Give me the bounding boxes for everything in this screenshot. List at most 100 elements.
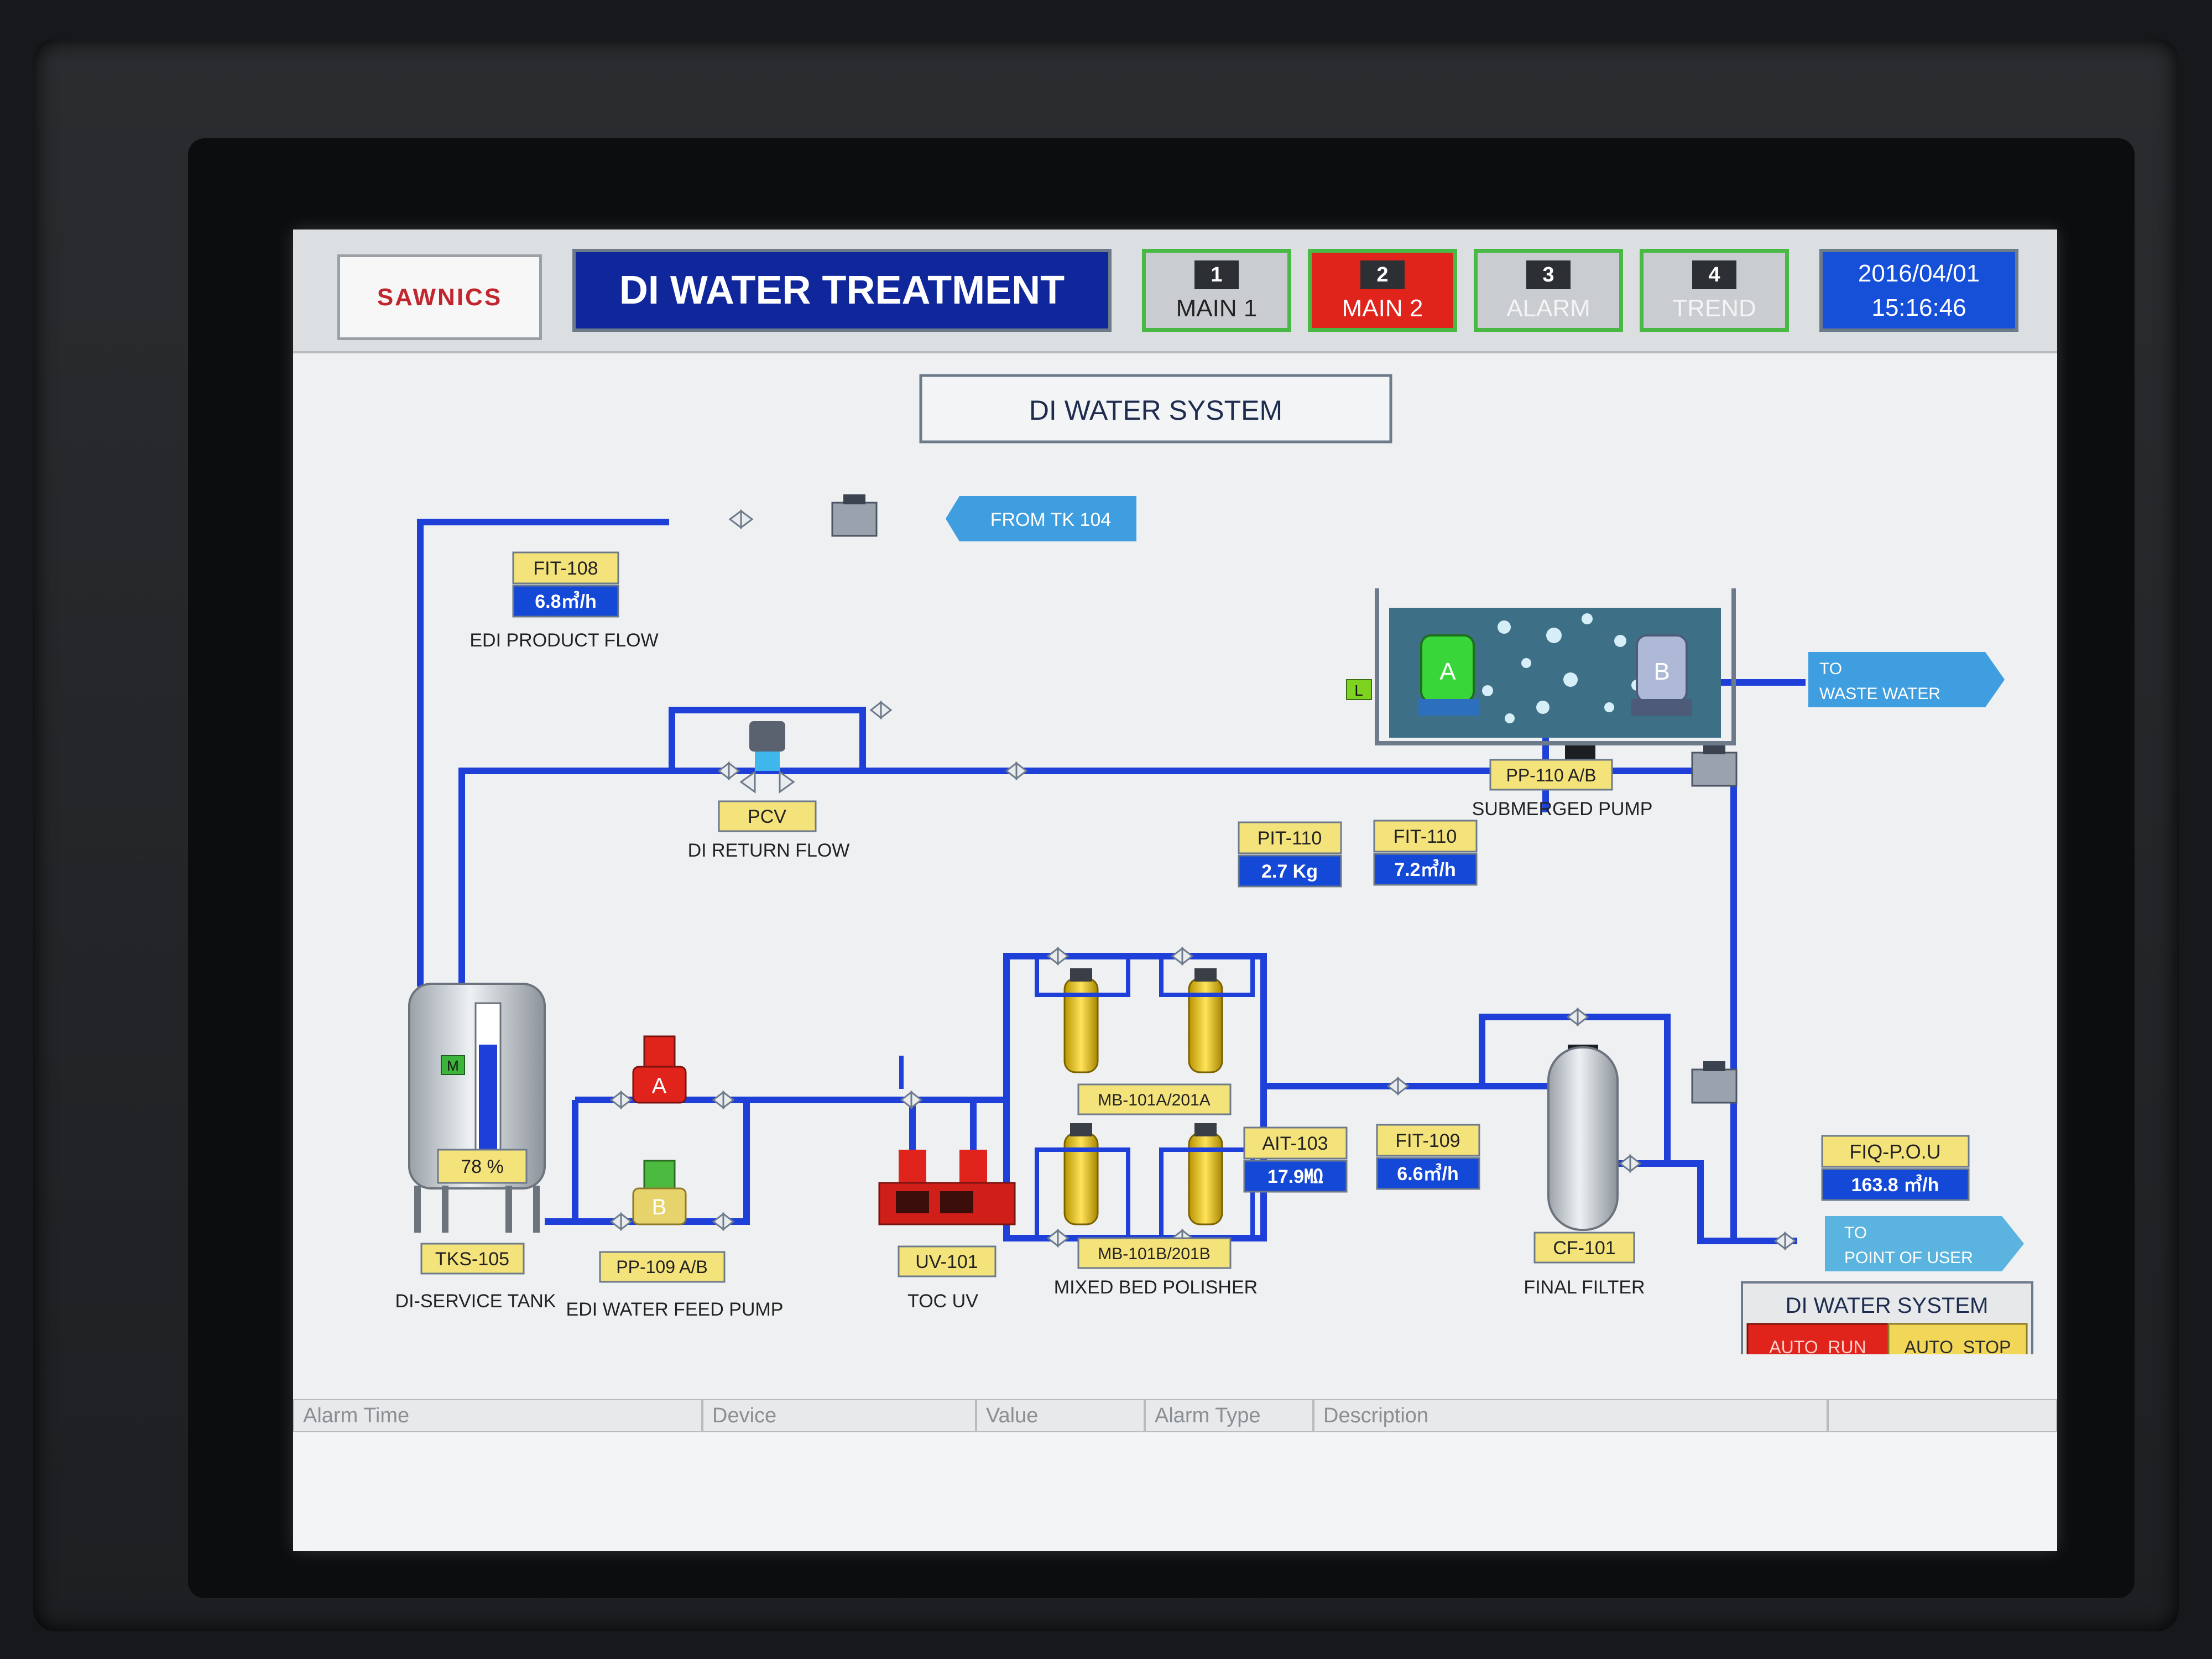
- submerged-pump-a-icon[interactable]: A: [1418, 634, 1479, 716]
- valve-icon: [1046, 946, 1070, 966]
- fit108-tag: FIT-108: [533, 558, 598, 579]
- nav-button-main2[interactable]: 2 MAIN 2: [1308, 249, 1457, 332]
- fit109-value: 6.6㎥/h: [1397, 1163, 1458, 1185]
- di-service-tank-icon[interactable]: [408, 983, 546, 1233]
- mb-b-tag-box: [1077, 1237, 1232, 1269]
- nav-label: MAIN 2: [1342, 295, 1423, 322]
- monitor-icon: 4: [1692, 260, 1736, 289]
- date-text: 2016/04/01: [1858, 260, 1980, 287]
- col-alarm-type[interactable]: Alarm Type: [1145, 1399, 1313, 1432]
- tks105-caption: DI-SERVICE TANK: [395, 1291, 556, 1312]
- valve-icon: [712, 1090, 735, 1110]
- fit108-value: 6.8㎥/h: [535, 591, 596, 612]
- level-switch-indicator: [1346, 679, 1372, 700]
- fit108-value-box[interactable]: [512, 585, 619, 618]
- fiq-value: 163.8 ㎥/h: [1851, 1174, 1939, 1196]
- toc-uv-unit-icon[interactable]: [878, 1150, 1016, 1225]
- valve-icon: [869, 700, 893, 720]
- valve-icon: [728, 509, 754, 529]
- pit110-tag-box: [1238, 821, 1342, 854]
- fit109-tag: FIT-109: [1395, 1130, 1460, 1151]
- pipe-pcv-bypass: [669, 707, 866, 771]
- fit108-tag-box: [512, 551, 619, 585]
- fit110-tag: FIT-110: [1394, 826, 1457, 847]
- pit110-tag: PIT-110: [1258, 828, 1322, 849]
- to-pou-label-2: POINT OF USER: [1844, 1249, 1973, 1267]
- to-waste-water-arrow: [1808, 652, 2005, 707]
- to-point-of-user-arrow: [1825, 1216, 2024, 1271]
- water-bubbles: [1461, 613, 1642, 723]
- ait103-tag: AIT-103: [1262, 1133, 1328, 1154]
- cf101-tag: CF-101: [1553, 1238, 1615, 1259]
- to-pou-label-1: TO: [1844, 1224, 1867, 1242]
- tank-level-box[interactable]: [437, 1149, 528, 1184]
- pipe-edi-product: [417, 519, 669, 987]
- col-spare: [1828, 1399, 2057, 1432]
- fit109-value-box[interactable]: [1376, 1157, 1480, 1190]
- auto-run-label: AUTO_RUN: [1769, 1337, 1866, 1354]
- fit110-tag-box: [1373, 820, 1478, 853]
- alarm-table-header: Alarm Time Device Value Alarm Type Descr…: [293, 1399, 2057, 1432]
- ait103-value-box[interactable]: [1243, 1160, 1348, 1193]
- pipe-filter-loop: [1479, 1014, 1671, 1167]
- to-waste-label-2: WASTE WATER: [1819, 685, 1940, 703]
- company-logo: SAWNICS: [337, 254, 542, 340]
- valve-icon: [717, 761, 740, 781]
- col-description[interactable]: Description: [1313, 1399, 1828, 1432]
- monitor-icon: 3: [1526, 260, 1571, 289]
- monitor-icon: 2: [1360, 260, 1405, 289]
- flow-meter-icons: [831, 494, 1738, 1104]
- nav-button-main1[interactable]: 1 MAIN 1: [1142, 249, 1291, 332]
- submerged-pump-b-icon[interactable]: B: [1631, 634, 1692, 716]
- valve-icon: [1171, 946, 1194, 966]
- col-alarm-time[interactable]: Alarm Time: [293, 1399, 702, 1432]
- fit110-value-box[interactable]: [1373, 853, 1478, 886]
- nav-button-trend[interactable]: 4 TREND: [1640, 249, 1789, 332]
- pump-b-label: B: [1653, 658, 1670, 685]
- feed-pump-b-icon[interactable]: B: [632, 1160, 687, 1225]
- alarm-table: Alarm Time Device Value Alarm Type Descr…: [293, 1399, 2057, 1551]
- tank-mode-label: M: [447, 1057, 459, 1074]
- system-control-title: DI WATER SYSTEM: [1786, 1293, 1989, 1318]
- pp110-caption: SUBMERGED PUMP: [1472, 799, 1653, 820]
- valve-icon: [1386, 1076, 1410, 1096]
- valve-icon: [1619, 1154, 1642, 1173]
- pp109-tag-box: [599, 1251, 726, 1283]
- nav-label: TREND: [1672, 295, 1756, 322]
- tank-level-value: 78 %: [461, 1156, 504, 1177]
- submerged-pump-pit: [1375, 588, 1736, 745]
- fit109-tag-box: [1376, 1124, 1480, 1157]
- tks105-tag-box: [420, 1243, 525, 1275]
- valve-icon: [609, 1212, 633, 1232]
- mixed-bed-vessels[interactable]: [1035, 956, 1255, 1238]
- fiq-value-box[interactable]: [1821, 1168, 1970, 1201]
- auto-stop-button[interactable]: [1887, 1323, 2028, 1354]
- pcv-control-valve-icon[interactable]: [739, 721, 795, 794]
- datetime-display: 2016/04/01 15:16:46: [1819, 249, 2018, 332]
- pcv-tag: PCV: [748, 806, 786, 827]
- uv101-tag-box: [898, 1245, 997, 1277]
- pipe-filter-out: [1667, 1160, 1734, 1244]
- cf101-tag-box: [1533, 1232, 1635, 1264]
- time-text: 15:16:46: [1871, 294, 1966, 321]
- pcv-caption: DI RETURN FLOW: [688, 840, 850, 861]
- from-tk104-label: FROM TK 104: [990, 509, 1112, 530]
- pcv-tag-box: [718, 800, 817, 832]
- to-waste-label-1: TO: [1819, 660, 1842, 678]
- nav-button-alarm[interactable]: 3 ALARM: [1474, 249, 1623, 332]
- pump-a-label: A: [1439, 658, 1456, 685]
- ait103-value: 17.9㏁: [1267, 1166, 1323, 1187]
- col-device[interactable]: Device: [702, 1399, 976, 1432]
- final-filter-icon[interactable]: [1547, 1046, 1619, 1231]
- monitor-icon: 1: [1194, 260, 1239, 289]
- from-tk104-arrow: [946, 496, 1136, 541]
- fit110-value: 7.2㎥/h: [1394, 859, 1455, 880]
- pit110-value-box[interactable]: [1238, 854, 1342, 888]
- diagram-title: DI WATER SYSTEM: [1029, 395, 1282, 426]
- feed-pump-a-icon[interactable]: A: [632, 1035, 687, 1104]
- pp110-tag-box: [1489, 759, 1613, 791]
- col-value[interactable]: Value: [976, 1399, 1145, 1432]
- valve-icon: [1046, 1228, 1070, 1248]
- feed-pump-a-label: A: [652, 1074, 667, 1098]
- mb-a-tag-box: [1077, 1083, 1232, 1115]
